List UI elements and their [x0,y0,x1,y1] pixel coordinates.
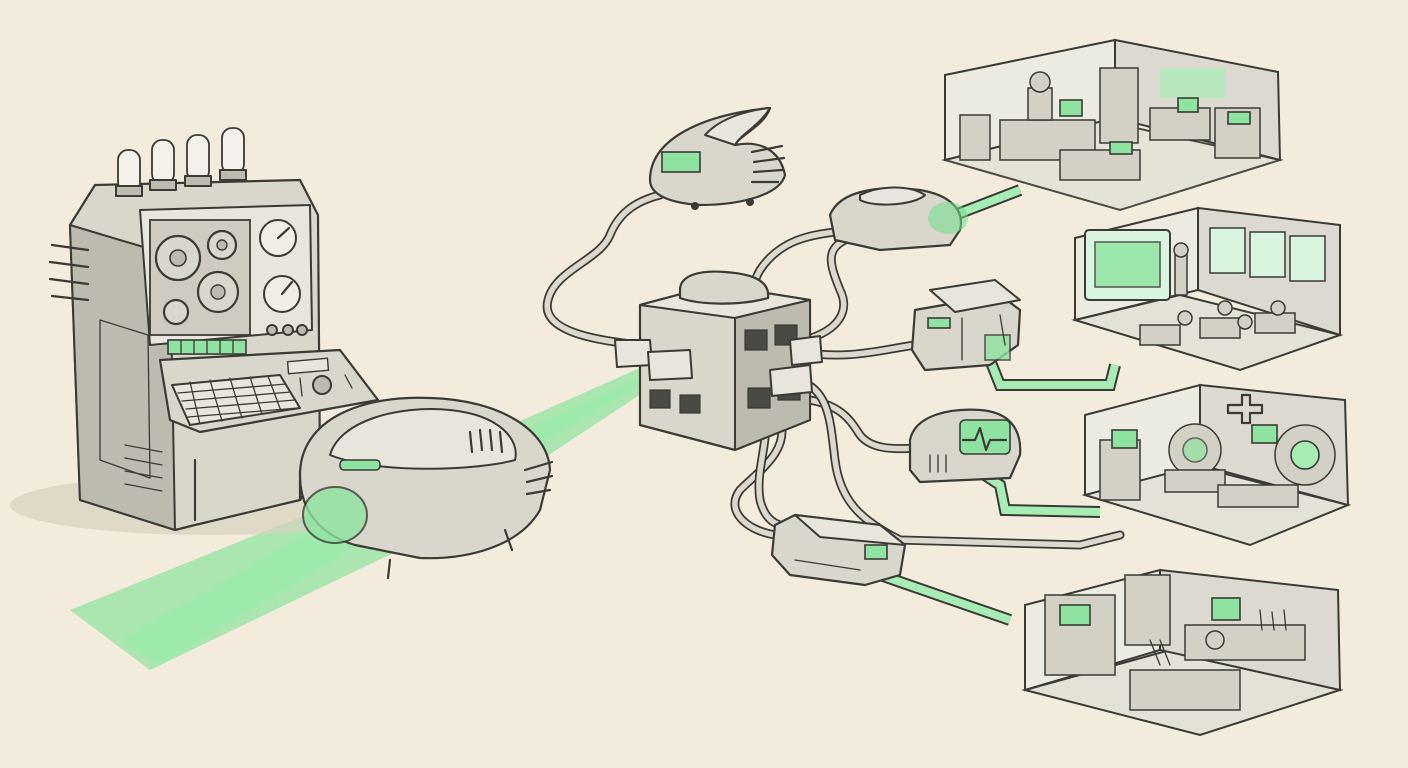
vacuum-tubes [115,127,247,197]
data-shuttle [298,396,554,580]
room-links [878,184,1121,626]
classroom-room [1071,206,1344,372]
classroom-adapter [910,279,1022,372]
shuttle-headlight [339,459,381,471]
hub-plugs [614,335,823,397]
hospital-room [1081,383,1352,547]
laboratory-room [1021,568,1344,737]
teacher [1174,254,1188,296]
gauge-icon [259,219,308,336]
keyboard [171,374,301,426]
network-hub [614,270,823,452]
indicator-lights [167,339,247,355]
medical-cross-icon [1226,393,1264,425]
office-robot [1027,87,1053,121]
office-adapter [828,186,968,252]
top-router [648,106,787,210]
side-vents [48,243,90,302]
office-room [941,38,1284,212]
hospital-monitor [908,408,1022,484]
gear-icon [154,229,240,326]
shuttle-vents [468,428,554,496]
monitor-screen [959,419,1011,455]
router-screen [661,151,701,173]
cables [542,190,1125,550]
lab-adapter [770,513,907,587]
mainframe-computer [10,127,410,535]
lab-robot [1205,630,1225,650]
heartbeat-icon [961,426,1008,452]
control-knob [312,375,332,395]
